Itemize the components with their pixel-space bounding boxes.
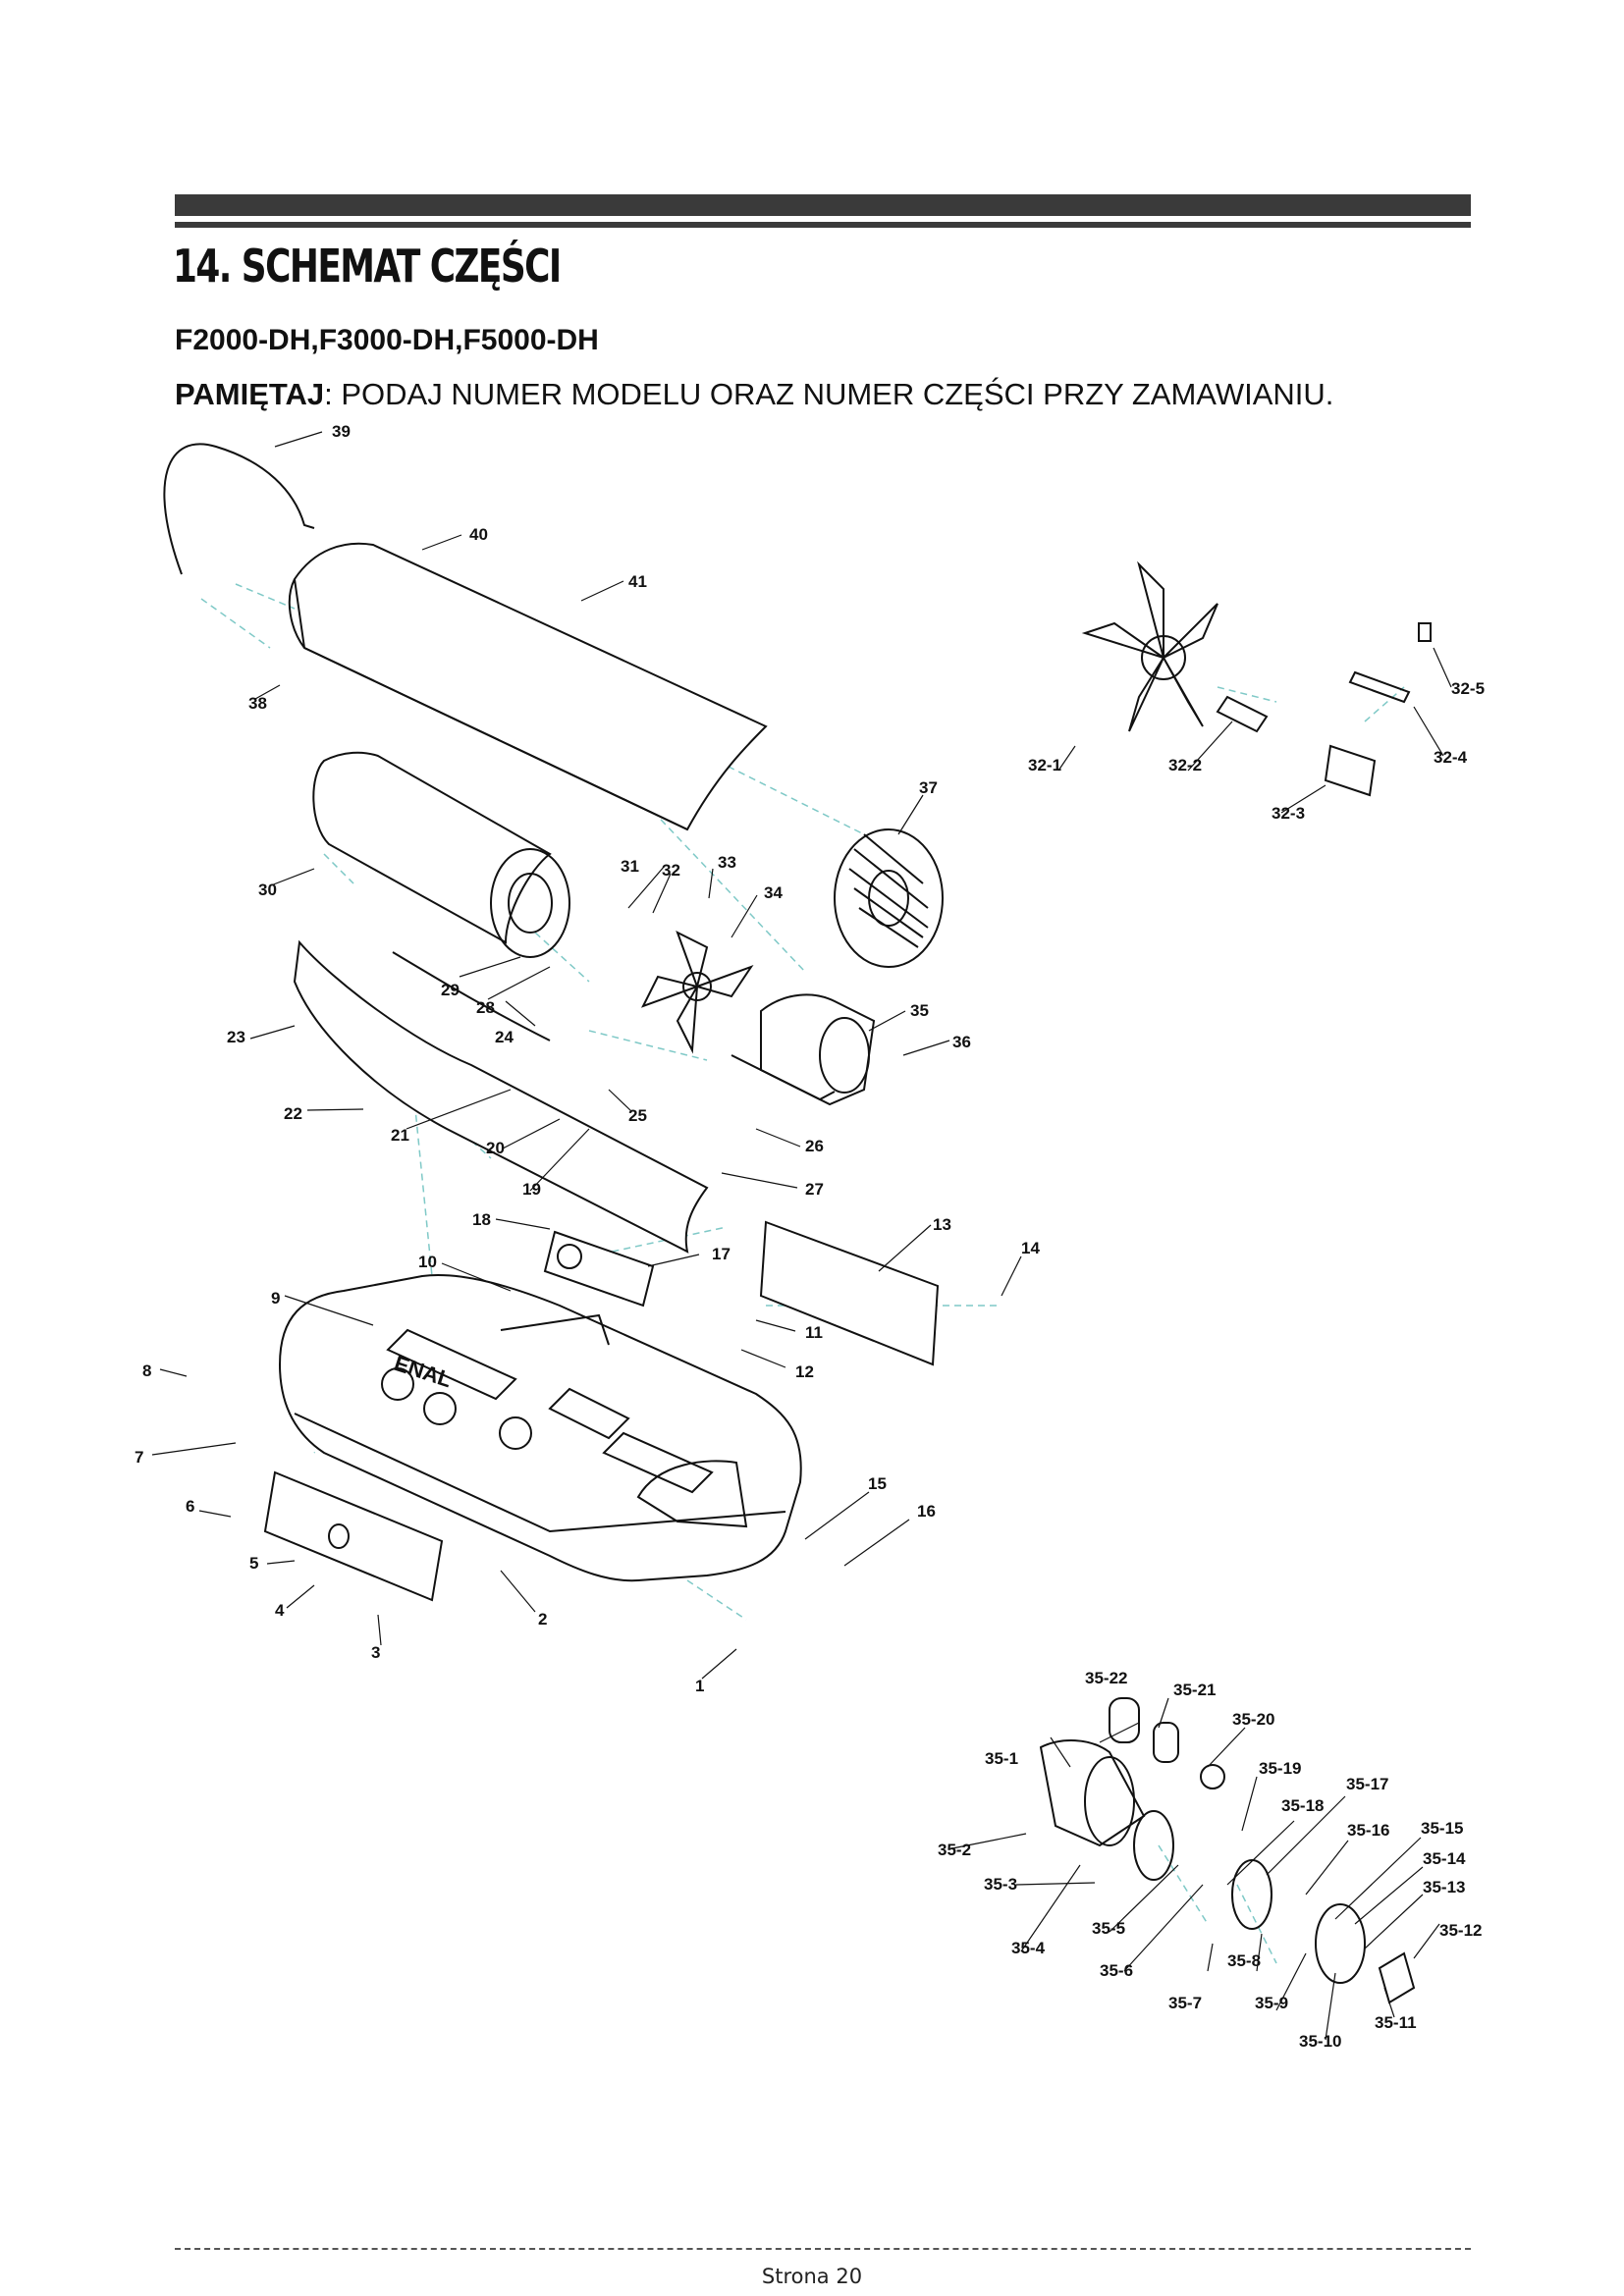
note-label: PAMIĘTAJ xyxy=(175,377,325,411)
header-rule-thin xyxy=(175,222,1471,228)
control-panel-4 xyxy=(263,1470,444,1602)
part-label: 8 xyxy=(142,1362,151,1380)
part-label: 35-1 xyxy=(985,1749,1018,1768)
note-text: : PODAJ NUMER MODELU ORAZ NUMER CZĘŚCI P… xyxy=(324,377,1334,411)
fan-32-1 xyxy=(1081,561,1218,732)
part-label: 35-4 xyxy=(1011,1939,1046,1957)
part-label: 4 xyxy=(275,1601,285,1620)
part-label: 7 xyxy=(135,1448,143,1467)
part-label: 35-19 xyxy=(1259,1759,1301,1778)
part-label: 12 xyxy=(795,1362,814,1381)
part-label: 35-5 xyxy=(1092,1919,1125,1938)
part-label: 13 xyxy=(933,1215,951,1234)
part-label: 29 xyxy=(441,981,460,999)
pump-32-3 xyxy=(1324,744,1377,797)
part-label: 35-9 xyxy=(1255,1994,1288,2012)
part-label: 35 xyxy=(910,1001,929,1020)
part-label: 32-1 xyxy=(1028,756,1061,774)
fuel-tank-9 xyxy=(278,1274,802,1582)
cover-plate-13 xyxy=(759,1220,940,1366)
part-label: 38 xyxy=(248,694,267,713)
part-label: 35-21 xyxy=(1173,1681,1216,1699)
part-label: 31 xyxy=(621,857,639,876)
part-label: 1 xyxy=(695,1677,704,1695)
part-label: 21 xyxy=(391,1126,409,1145)
part-label: 35-17 xyxy=(1346,1775,1388,1793)
part-label: 18 xyxy=(472,1210,491,1229)
footer-separator xyxy=(175,2248,1471,2250)
part-label: 35-22 xyxy=(1085,1669,1127,1687)
part-label: 16 xyxy=(917,1502,936,1521)
part-label: 35-15 xyxy=(1421,1819,1463,1838)
motor-assembly-35-1 xyxy=(1039,1697,1416,2004)
part-label: 2 xyxy=(538,1610,547,1629)
lower-shell-23 xyxy=(293,939,709,1254)
part-label: 35-16 xyxy=(1347,1821,1389,1840)
part-label: 5 xyxy=(249,1554,258,1573)
part-label: 32-5 xyxy=(1451,679,1485,698)
part-label: 35-14 xyxy=(1423,1849,1466,1868)
part-label: 19 xyxy=(522,1180,541,1199)
part-label: 9 xyxy=(271,1289,280,1308)
part-label: 17 xyxy=(712,1245,731,1263)
part-label: 32-3 xyxy=(1272,804,1305,823)
part-label: 35-6 xyxy=(1100,1961,1133,1980)
part-label: 3 xyxy=(371,1643,380,1662)
part-label: 40 xyxy=(469,525,488,544)
part-label: 24 xyxy=(495,1028,514,1046)
plug-32-5 xyxy=(1418,622,1432,642)
part-label: 25 xyxy=(628,1106,647,1125)
control-box-17 xyxy=(543,1230,655,1308)
part-label: 35-11 xyxy=(1375,2013,1417,2032)
part-label: 35-13 xyxy=(1423,1878,1465,1896)
order-note: PAMIĘTAJ: PODAJ NUMER MODELU ORAZ NUMER … xyxy=(175,377,1333,412)
handle-39 xyxy=(163,443,315,575)
part-label: 35-10 xyxy=(1299,2032,1341,2051)
leader-lines xyxy=(151,431,1452,2041)
part-label: 14 xyxy=(1021,1239,1040,1257)
part-label: 35-18 xyxy=(1281,1796,1324,1815)
part-label: 35-8 xyxy=(1227,1951,1261,1970)
fan-blade-34 xyxy=(640,930,754,1054)
part-label: 26 xyxy=(805,1137,824,1155)
part-label: 27 xyxy=(805,1180,824,1199)
part-label: 23 xyxy=(227,1028,245,1046)
part-label: 20 xyxy=(486,1139,505,1157)
part-numbers: 39 40 41 38 37 30 31 32 33 34 29 28 23 2… xyxy=(135,422,1485,2051)
part-label: 35-3 xyxy=(984,1875,1017,1894)
part-label: 34 xyxy=(764,883,783,902)
section-title: 14. SCHEMAT CZĘŚCI xyxy=(173,240,562,293)
part-label: 10 xyxy=(418,1253,437,1271)
part-label: 30 xyxy=(258,881,277,899)
header-rule-thick xyxy=(175,194,1471,216)
part-label: 22 xyxy=(284,1104,302,1123)
page-number: Strona 20 xyxy=(761,2265,863,2288)
part-label: 28 xyxy=(476,998,495,1017)
nozzle-32-2 xyxy=(1216,695,1269,733)
fan-guard-37 xyxy=(834,828,944,968)
part-label: 35-7 xyxy=(1168,1994,1202,2012)
fitting-32-4 xyxy=(1348,670,1411,704)
model-list: F2000-DH,F3000-DH,F5000-DH xyxy=(175,324,599,356)
part-label: 35-20 xyxy=(1232,1710,1274,1729)
part-label: 39 xyxy=(332,422,351,441)
part-label: 32-2 xyxy=(1168,756,1202,774)
part-label: 33 xyxy=(718,853,736,872)
part-label: 41 xyxy=(628,572,647,591)
part-label: 35-12 xyxy=(1439,1921,1482,1940)
part-label: 35-2 xyxy=(938,1841,971,1859)
part-label: 36 xyxy=(952,1033,971,1051)
part-label: 32-4 xyxy=(1434,748,1468,767)
part-label: 11 xyxy=(805,1323,823,1342)
part-label: 6 xyxy=(186,1497,194,1516)
part-label: 32 xyxy=(662,861,680,880)
part-label: 15 xyxy=(868,1474,887,1493)
upper-cover-40 xyxy=(288,542,768,831)
motor-35 xyxy=(731,993,876,1106)
part-label: 37 xyxy=(919,778,938,797)
combustion-chamber-30 xyxy=(312,751,570,958)
